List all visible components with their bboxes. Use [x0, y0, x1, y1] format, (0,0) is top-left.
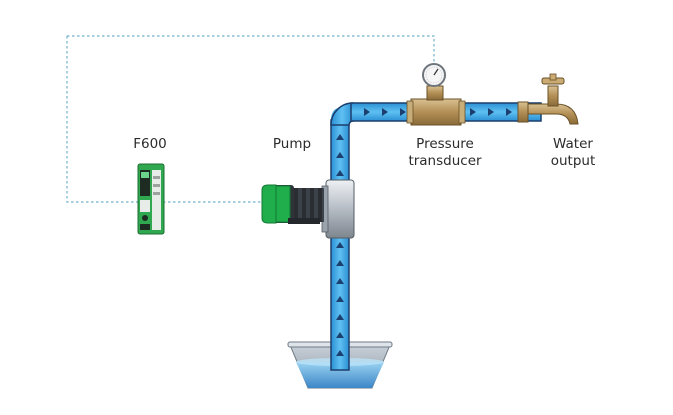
flow-arrows-horizontal [364, 108, 512, 116]
pressure-gauge-icon [406, 63, 466, 126]
pressure-label-line1: Pressure [416, 136, 474, 152]
water-output-label: Water output [538, 136, 608, 170]
signal-wire [66, 35, 435, 203]
pump-label-text: Pump [272, 136, 312, 152]
f600-drive-icon [137, 163, 165, 235]
pressure-label-line2: transducer [408, 153, 482, 169]
f600-label-text: F600 [133, 136, 167, 152]
flow-arrows-vertical [336, 134, 344, 356]
pump-label: Pump [262, 136, 322, 153]
pressure-transducer-label: Pressure transducer [400, 136, 490, 170]
water-label-line1: Water [553, 136, 593, 152]
water-label-line2: output [550, 153, 596, 169]
water-tap-icon [517, 73, 579, 125]
f600-label: F600 [122, 136, 178, 153]
pump-icon [261, 179, 355, 239]
